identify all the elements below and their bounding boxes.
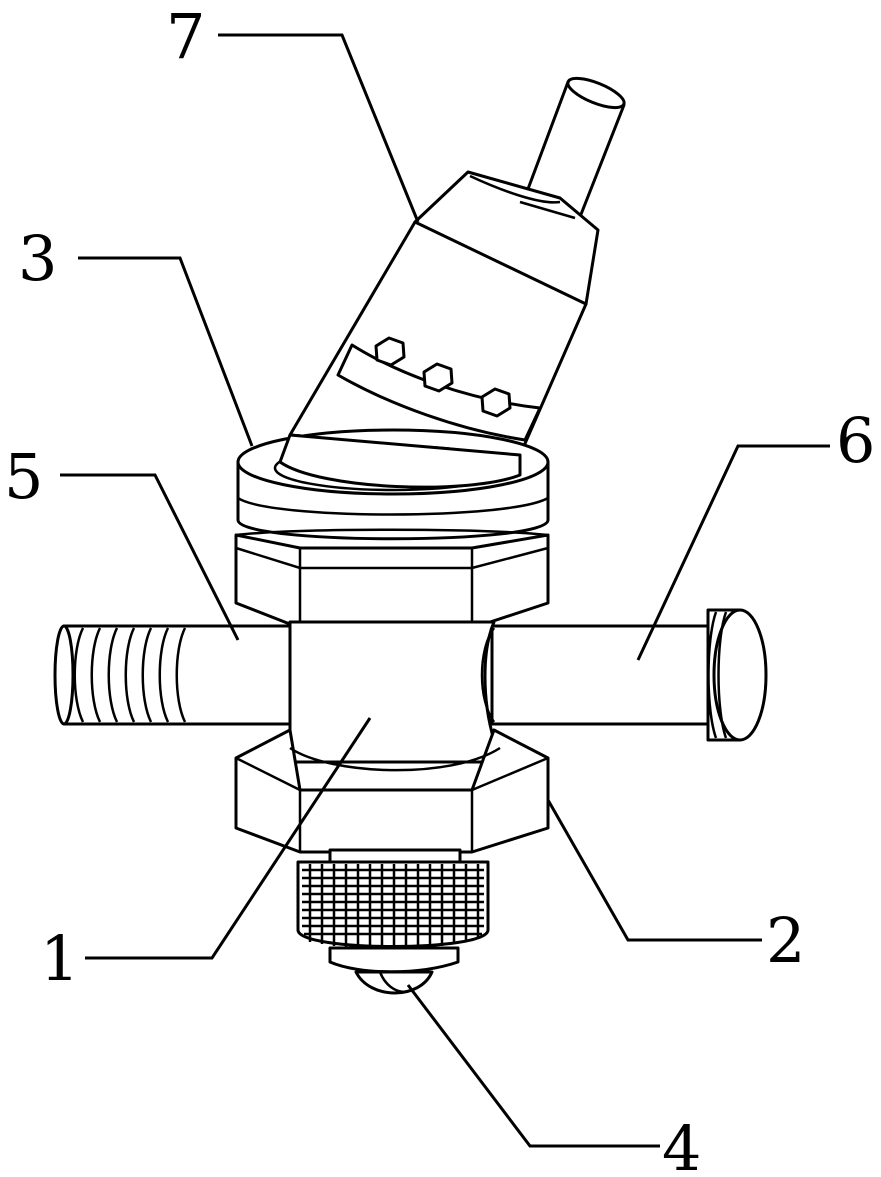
label-3: 3	[18, 222, 57, 295]
top-cap	[238, 430, 548, 539]
label-7: 7	[166, 0, 205, 73]
label-2: 2	[766, 904, 805, 977]
hex-hole	[424, 364, 452, 391]
bottom-knurled-cap	[298, 850, 488, 993]
hex-hole	[482, 389, 510, 416]
right-outlet-pipe	[492, 610, 766, 740]
label-5: 5	[4, 440, 43, 513]
label-1: 1	[40, 922, 79, 995]
leader-4	[408, 985, 660, 1146]
central-body	[290, 622, 494, 762]
upper-hex-nut	[236, 530, 548, 628]
leader-2	[548, 800, 762, 940]
label-6: 6	[836, 404, 875, 477]
angled-nozzle	[290, 72, 628, 461]
hex-hole	[376, 338, 404, 365]
leader-5	[60, 475, 238, 640]
leader-3	[78, 258, 252, 446]
label-4: 4	[662, 1112, 701, 1177]
left-inlet-pipe	[55, 626, 292, 724]
leader-7	[218, 35, 418, 222]
